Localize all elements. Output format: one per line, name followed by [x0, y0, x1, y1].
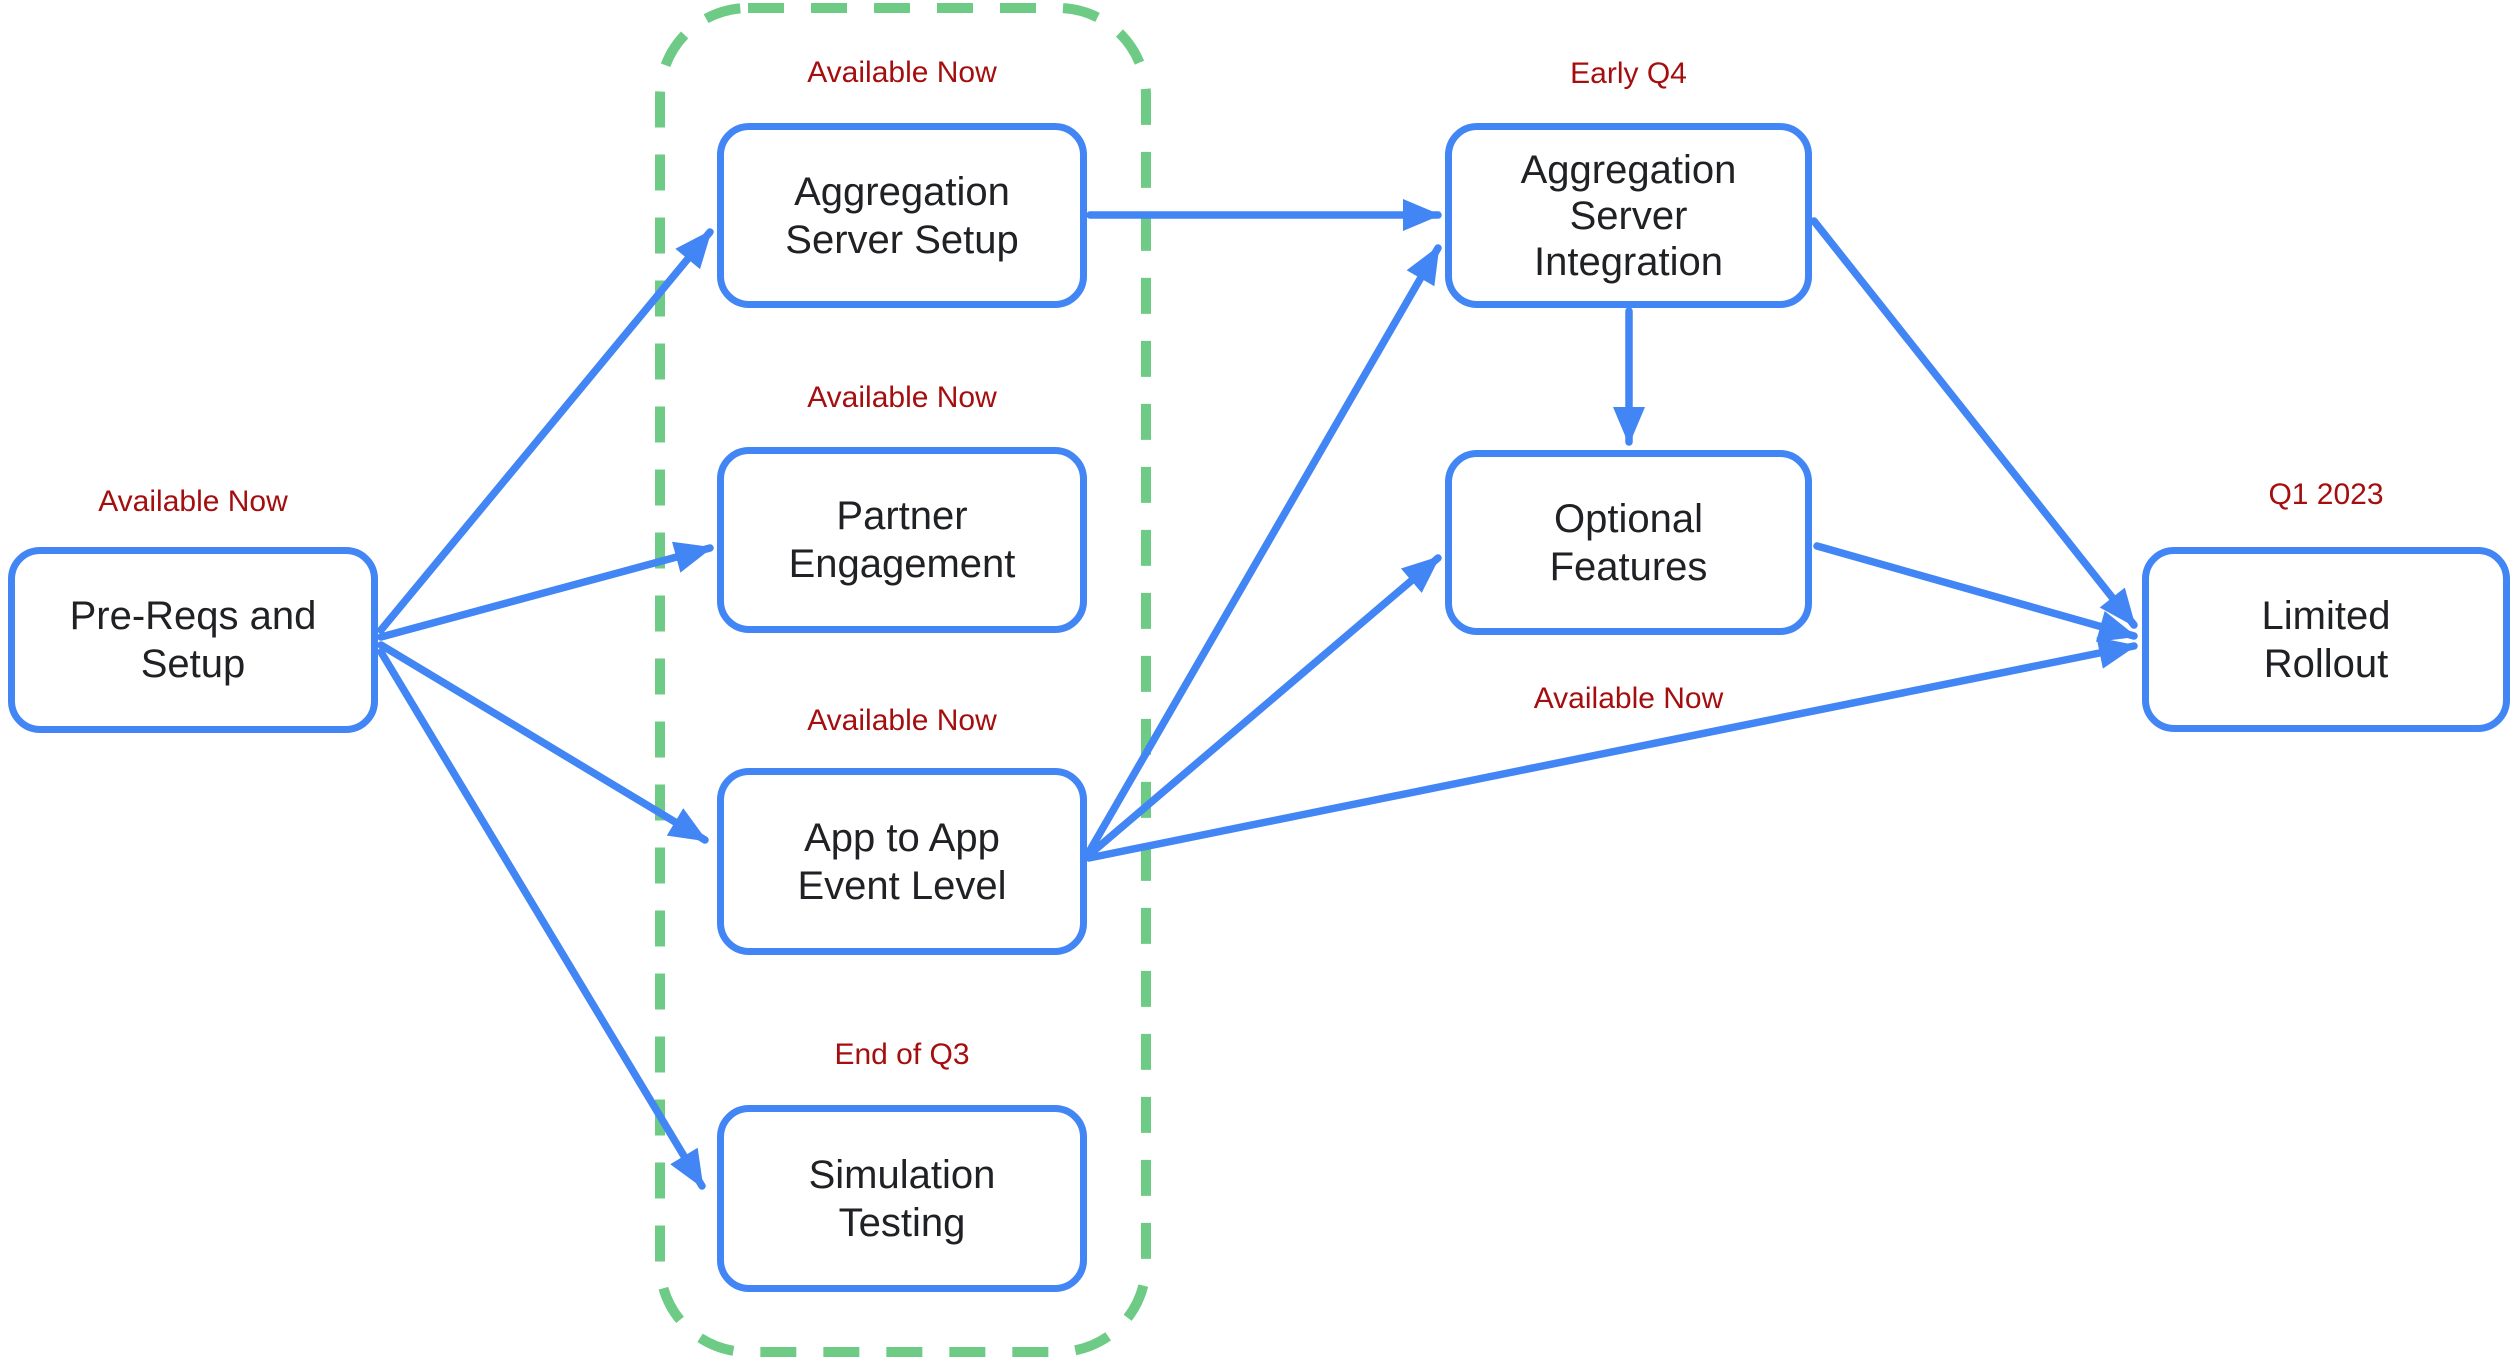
status-label-aggregation-server-setup: Available Now — [807, 56, 997, 89]
edge-app-to-app-to-integration — [1085, 244, 1442, 856]
edge-app-to-app-to-optional-features — [1085, 554, 1442, 859]
node-app-to-app-event-level: App to App Event Level — [717, 768, 1087, 955]
status-label-partner-engagement: Available Now — [807, 381, 997, 414]
edge-prereqs-to-app-to-app — [377, 641, 709, 844]
node-pre-reqs-and-setup: Pre-Reqs and Setup — [8, 547, 378, 733]
node-simulation-testing: Simulation Testing — [717, 1105, 1087, 1292]
status-label-limited-rollout: Q1 2023 — [2268, 478, 2384, 511]
status-label-app-to-app-event-level: Available Now — [807, 704, 997, 737]
edge-prereqs-to-aggregation-server-setup — [377, 228, 714, 634]
available-now-group-outline — [655, 3, 1151, 1357]
edge-prereqs-to-partner-engagement — [377, 541, 714, 641]
status-label-aggregation-server-integration: Early Q4 — [1570, 57, 1687, 90]
edge-prereqs-to-simulation-testing — [377, 648, 706, 1190]
node-optional-features: Optional Features — [1445, 450, 1812, 635]
status-label-optional-features: Available Now — [1533, 682, 1724, 715]
node-limited-rollout: Limited Rollout — [2142, 547, 2510, 732]
node-partner-engagement: Partner Engagement — [717, 447, 1087, 633]
node-aggregation-server-integration: Aggregation Server Integration — [1445, 123, 1812, 308]
edge-app-to-app-to-limited-rollout — [1085, 637, 2138, 862]
node-aggregation-server-setup: Aggregation Server Setup — [717, 123, 1087, 308]
edge-integration-to-limited-rollout — [1810, 217, 2138, 629]
status-label-prereqs: Available Now — [98, 485, 288, 518]
edge-optional-features-to-limited-rollout — [1813, 542, 2138, 642]
status-label-simulation-testing: End of Q3 — [834, 1038, 970, 1071]
